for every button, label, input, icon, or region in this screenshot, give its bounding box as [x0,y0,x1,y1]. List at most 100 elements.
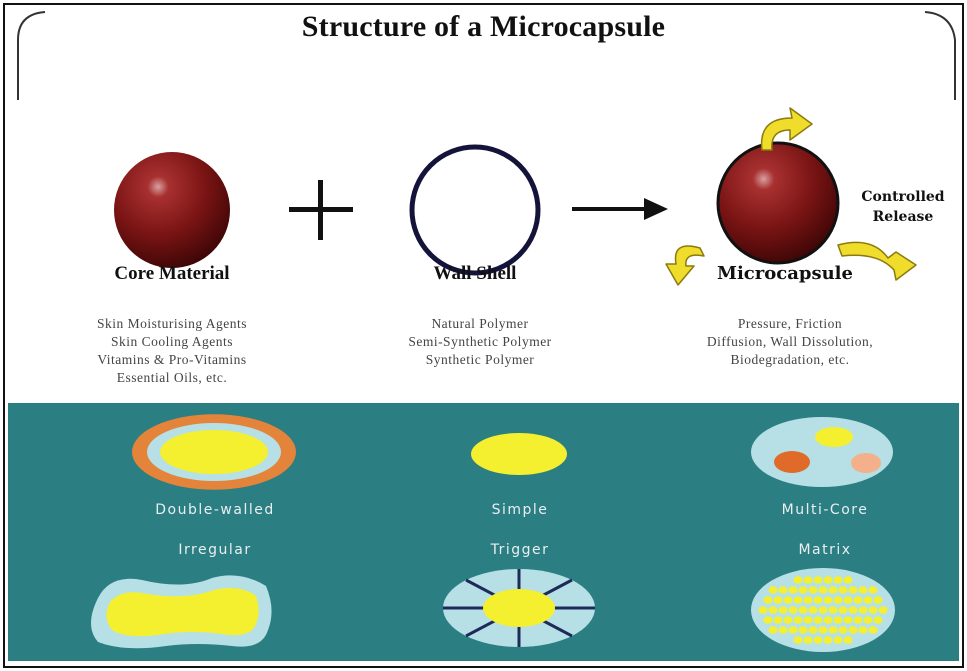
double-walled-label: Double-walled [110,502,320,518]
matrix-dot [789,606,798,614]
wall-example-line: Synthetic Polymer [345,351,615,369]
matrix-dot [819,586,828,594]
multi-core-label: Multi-Core [730,502,920,518]
core-material-sphere [114,152,230,268]
wall-example-line: Semi-Synthetic Polymer [345,333,615,351]
matrix-dot [794,576,803,584]
matrix-dot [869,606,878,614]
controlled-release-line1: Controlled [848,187,958,207]
matrix-dot [844,616,853,624]
matrix-dot [849,626,858,634]
irregular-label: Irregular [110,542,320,558]
matrix-dot [819,626,828,634]
matrix-dot [839,626,848,634]
core-example-line: Skin Moisturising Agents [32,315,312,333]
matrix-dot [864,596,873,604]
matrix-dot [799,606,808,614]
wall-shell-label: Wall Shell [370,263,580,285]
microcapsule-sphere [718,143,838,263]
wall-shell-ring [412,147,538,273]
matrix-dot [874,596,883,604]
matrix-dot [774,596,783,604]
arrow-right-icon [572,198,668,220]
matrix-capsule [751,568,895,652]
matrix-dot [764,596,773,604]
matrix-dot [814,596,823,604]
wall-shell-examples: Natural Polymer Semi-Synthetic Polymer S… [345,315,615,369]
wall-example-line: Natural Polymer [345,315,615,333]
matrix-dot [774,616,783,624]
matrix-dot [794,616,803,624]
controlled-release-label: Controlled Release [848,187,958,227]
matrix-dot [844,636,853,644]
matrix-dot [844,596,853,604]
matrix-dot [779,626,788,634]
matrix-dot [859,606,868,614]
matrix-dot [879,606,888,614]
matrix-dot [814,576,823,584]
core-material-label: Core Material [62,263,282,285]
matrix-dot [854,616,863,624]
matrix-dot [784,596,793,604]
matrix-dot [794,596,803,604]
matrix-dot [759,606,768,614]
matrix-dot [839,586,848,594]
matrix-dot [824,616,833,624]
matrix-dot [809,626,818,634]
matrix-dot [849,606,858,614]
double-walled-capsule [132,414,296,489]
matrix-dot [849,586,858,594]
matrix-dot [804,636,813,644]
microcapsule-label: Microcapsule [690,263,880,284]
release-mechanisms: Pressure, Friction Diffusion, Wall Disso… [655,315,925,369]
matrix-dot [859,626,868,634]
matrix-dot [859,586,868,594]
matrix-dot [844,576,853,584]
matrix-dot [814,636,823,644]
release-mechanism-line: Biodegradation, etc. [655,351,925,369]
matrix-dot [809,586,818,594]
matrix-dot [834,636,843,644]
matrix-dot [764,616,773,624]
matrix-dot [799,586,808,594]
simple-capsule [471,433,567,475]
matrix-dot [804,616,813,624]
core-material-examples: Skin Moisturising Agents Skin Cooling Ag… [32,315,312,387]
matrix-dot [799,626,808,634]
matrix-dot [794,636,803,644]
irregular-capsule [91,575,272,648]
matrix-dot [834,596,843,604]
matrix-dot [829,626,838,634]
matrix-dot [824,576,833,584]
controlled-release-line2: Release [848,207,958,227]
matrix-dot [779,586,788,594]
matrix-dot [839,606,848,614]
matrix-dot [834,616,843,624]
matrix-dot [874,616,883,624]
matrix-dot [814,616,823,624]
release-mechanism-line: Diffusion, Wall Dissolution, [655,333,925,351]
core-example-line: Vitamins & Pro-Vitamins [32,351,312,369]
matrix-dot [804,596,813,604]
matrix-dot [819,606,828,614]
multi-core-capsule [751,417,893,487]
page-title: Structure of a Microcapsule [0,10,967,44]
matrix-dot [769,606,778,614]
trigger-capsule [443,569,595,647]
matrix-label: Matrix [730,542,920,558]
matrix-dot [769,626,778,634]
matrix-dot [829,586,838,594]
matrix-dot [864,616,873,624]
simple-label: Simple [430,502,610,518]
matrix-dot [829,606,838,614]
matrix-dot [869,626,878,634]
plus-icon [289,180,353,240]
release-mechanism-line: Pressure, Friction [655,315,925,333]
matrix-dot [769,586,778,594]
matrix-dot [834,576,843,584]
matrix-dot [784,616,793,624]
matrix-dot [824,596,833,604]
matrix-dot [789,586,798,594]
matrix-dot [869,586,878,594]
matrix-dot [789,626,798,634]
